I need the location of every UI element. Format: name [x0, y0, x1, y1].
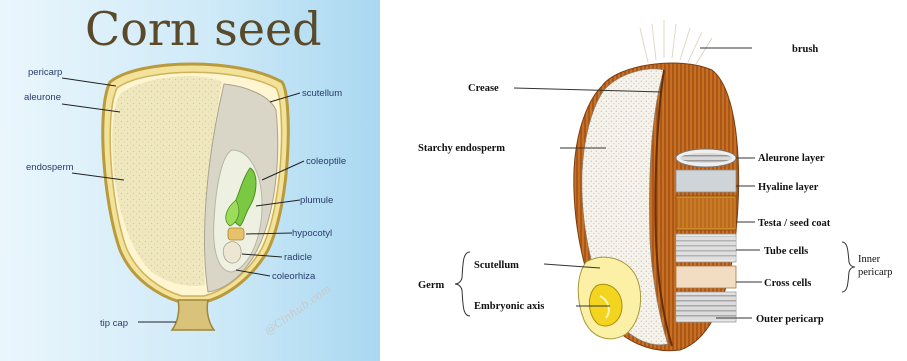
wheat-label-starchy-endosperm: Starchy endosperm [418, 143, 505, 154]
wheat-label-inner: Inner [858, 254, 881, 265]
corn-label-coleoptile: coleoptile [306, 156, 346, 167]
wheat-label-germ: Germ [418, 280, 444, 291]
wheat-testa-texture [676, 198, 736, 228]
corn-label-radicle: radicle [284, 252, 312, 263]
wheat-label-testa: Testa / seed coat [758, 218, 831, 229]
corn-radicle-shape [223, 242, 241, 263]
wheat-label-outer-pericarp: Outer pericarp [756, 314, 824, 325]
wheat-inner-brace [842, 242, 855, 292]
corn-label-aleurone: aleurone [24, 92, 61, 103]
wheat-germ-brace [455, 252, 470, 316]
wheat-label-tube-cells: Tube cells [764, 246, 808, 257]
wheat-aleurone-cells [680, 153, 732, 163]
wheat-label-hyaline-layer: Hyaline layer [758, 182, 819, 193]
wheat-label-cross-cells: Cross cells [764, 278, 811, 289]
corn-seed-panel: Corn seed pericarp aleurone endosperm [0, 0, 380, 361]
wheat-embryonic-axis-shape [589, 284, 622, 326]
wheat-cross-cells-shape [676, 266, 736, 288]
wheat-label-aleurone-layer: Aleurone layer [758, 153, 825, 164]
corn-title: Corn seed [85, 2, 322, 56]
wheat-brush-hairs [640, 20, 712, 64]
corn-hypocotyl-shape [228, 228, 244, 240]
corn-label-endosperm: endosperm [26, 162, 74, 173]
wheat-label-scutellum: Scutellum [474, 260, 519, 271]
wheat-tube-cells-texture [676, 236, 736, 260]
corn-label-hypocotyl: hypocotyl [292, 228, 332, 239]
corn-tip-cap-shape [172, 300, 214, 330]
wheat-label-pericarp-inner: pericarp [858, 267, 892, 278]
wheat-label-brush: brush [792, 44, 818, 55]
corn-label-plumule: plumule [300, 195, 333, 206]
wheat-label-embryonic-axis: Embryonic axis [474, 301, 544, 312]
corn-label-pericarp: pericarp [28, 67, 62, 78]
wheat-hyaline-layer-shape [676, 170, 736, 192]
wheat-label-crease: Crease [468, 83, 499, 94]
wheat-layer-cutaway [676, 149, 736, 322]
wheat-outer-pericarp-texture [676, 294, 736, 320]
corn-label-tip-cap: tip cap [100, 318, 128, 329]
wheat-kernel-panel: brush Crease Starchy endosperm Aleurone … [418, 20, 892, 351]
corn-label-scutellum: scutellum [302, 88, 342, 99]
corn-label-coleorhiza: coleorhiza [272, 271, 316, 282]
